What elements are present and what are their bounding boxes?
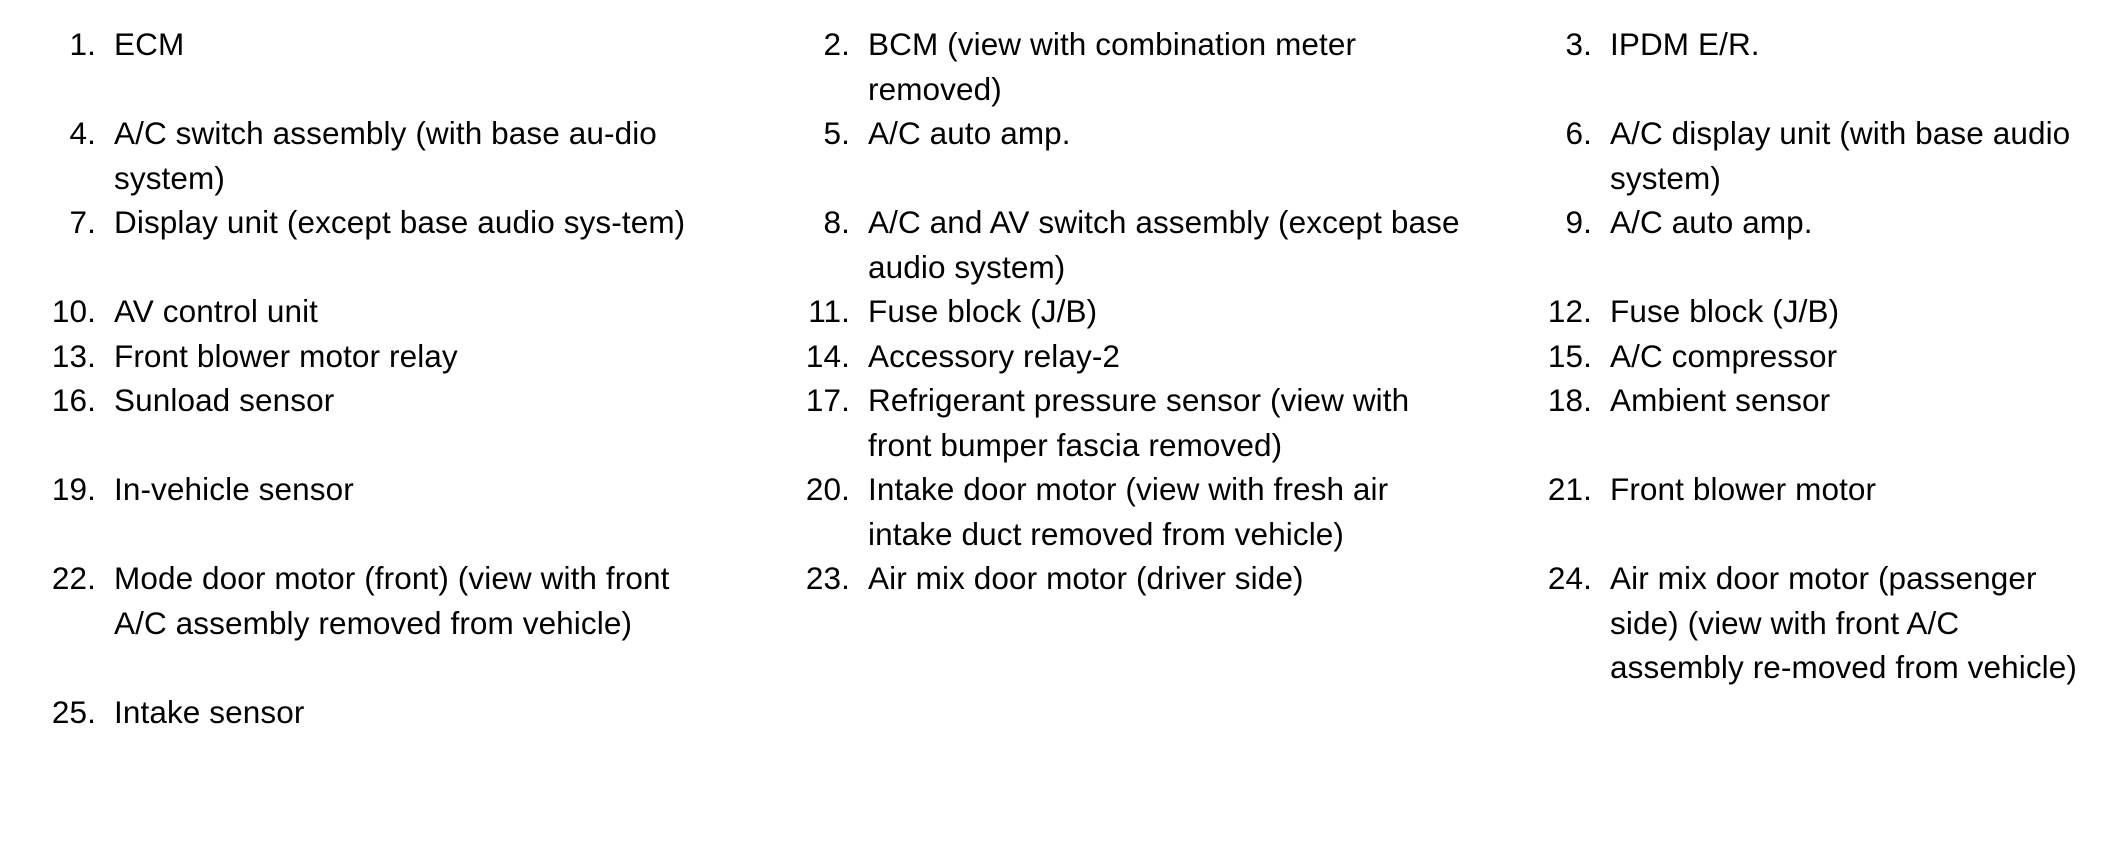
legend-item: 4. A/C switch assembly (with base au‑dio … bbox=[0, 111, 740, 200]
legend-item-number: 14. bbox=[805, 337, 850, 374]
legend-item-number: 4. bbox=[69, 115, 96, 151]
legend-item: 9. A/C auto amp. bbox=[1490, 200, 2112, 289]
legend-item-label: Fuse block (J/B) bbox=[868, 293, 1098, 329]
legend-item-number: 5. bbox=[823, 115, 850, 151]
legend-item-label: Intake door motor (view with fresh air i… bbox=[868, 471, 1389, 552]
legend-item-label: Intake sensor bbox=[114, 693, 305, 730]
legend-item-number: 19. bbox=[51, 471, 96, 507]
legend-item: 12. Fuse block (J/B) bbox=[1490, 289, 2112, 334]
legend-item: 19. In-vehicle sensor bbox=[0, 467, 740, 556]
legend-row: 16. Sunload sensor 17. Refrigerant pressure… bbox=[0, 378, 2112, 467]
legend-item-label: Air mix door motor (passenger side) (vie… bbox=[1610, 560, 2077, 685]
legend-item: 8. A/C and AV switch assembly (except bas… bbox=[740, 200, 1490, 289]
legend-item-number: 1. bbox=[69, 26, 96, 62]
legend-item: 11. Fuse block (J/B) bbox=[740, 289, 1490, 334]
legend-item: 18. Ambient sensor bbox=[1490, 378, 2112, 467]
legend-item-label: A/C compressor bbox=[1610, 337, 1838, 374]
legend-item: 13. Front blower motor relay bbox=[0, 334, 740, 379]
legend-item-label: Ambient sensor bbox=[1610, 382, 1831, 418]
legend-item-number: 15. bbox=[1547, 337, 1592, 374]
legend-item-number: 16. bbox=[51, 382, 96, 418]
legend-row: 19. In-vehicle sensor 20. Intake door motor… bbox=[0, 467, 2112, 556]
legend-item-label: ECM bbox=[114, 26, 185, 62]
legend-item-label: Accessory relay-2 bbox=[868, 337, 1121, 374]
legend-item: 24. Air mix door motor (passenger side) (… bbox=[1490, 556, 2112, 690]
legend-item-number: 12. bbox=[1547, 293, 1592, 329]
legend-item-number: 17. bbox=[805, 382, 850, 418]
legend-item-number: 2. bbox=[823, 26, 850, 62]
legend-item: 17. Refrigerant pressure sensor (view wit… bbox=[740, 378, 1490, 467]
legend-item-label: A/C switch assembly (with base au‑dio sy… bbox=[114, 115, 657, 196]
legend-item-number: 20. bbox=[805, 471, 850, 507]
legend-item-number: 10. bbox=[51, 293, 96, 329]
legend-item-label: Fuse block (J/B) bbox=[1610, 293, 1840, 329]
legend-item-number: 25. bbox=[51, 693, 96, 730]
legend-item: 25. Intake sensor bbox=[0, 690, 740, 735]
legend-item: 22. Mode door motor (front) (view with fr… bbox=[0, 556, 740, 690]
legend-item-label: Sunload sensor bbox=[114, 382, 335, 418]
legend-item-label: BCM (view with combination meter removed… bbox=[868, 26, 1357, 107]
legend-item: 5. A/C auto amp. bbox=[740, 111, 1490, 200]
legend-item-number: 3. bbox=[1565, 26, 1592, 62]
legend-row: 7. Display unit (except base audio sys‑te… bbox=[0, 200, 2112, 289]
legend-item: 20. Intake door motor (view with fresh ai… bbox=[740, 467, 1490, 556]
legend-item-label: Mode door motor (front) (view with front… bbox=[114, 560, 670, 641]
legend-row: 1. ECM 2. BCM (view with combination meter … bbox=[0, 22, 2112, 111]
legend-item-number: 23. bbox=[805, 560, 850, 596]
legend-list: 1. ECM 2. BCM (view with combination meter … bbox=[0, 22, 2112, 734]
legend-item-number: 21. bbox=[1547, 471, 1592, 507]
legend-item-number: 18. bbox=[1547, 382, 1592, 418]
legend-item-label: Display unit (except base audio sys‑tem) bbox=[114, 204, 686, 240]
legend-item: 15. A/C compressor bbox=[1490, 334, 2112, 379]
legend-item: 3. IPDM E/R. bbox=[1490, 22, 2112, 111]
legend-item: 21. Front blower motor bbox=[1490, 467, 2112, 556]
legend-item-label: In-vehicle sensor bbox=[114, 471, 354, 507]
legend-item-number: 11. bbox=[808, 293, 850, 329]
legend-row: 4. A/C switch assembly (with base au‑dio … bbox=[0, 111, 2112, 200]
legend-item-label: Front blower motor bbox=[1610, 471, 1877, 507]
legend-item-label: Air mix door motor (driver side) bbox=[868, 560, 1304, 596]
legend-item-number: 13. bbox=[51, 337, 96, 374]
legend-item-number: 22. bbox=[51, 560, 96, 596]
legend-item: 10. AV control unit bbox=[0, 289, 740, 334]
legend-row: 13. Front blower motor relay 14. Accessory … bbox=[0, 334, 2112, 379]
legend-item-number: 6. bbox=[1565, 115, 1592, 151]
legend-item: 2. BCM (view with combination meter remov… bbox=[740, 22, 1490, 111]
legend-row: 22. Mode door motor (front) (view with fr… bbox=[0, 556, 2112, 690]
legend-item-label: Front blower motor relay bbox=[114, 337, 458, 374]
legend-item-label: A/C and AV switch assembly (except base … bbox=[868, 204, 1460, 285]
legend-item-number: 7. bbox=[69, 204, 96, 240]
legend-item-label: Refrigerant pressure sensor (view with f… bbox=[868, 382, 1410, 463]
legend-item-label: A/C display unit (with base audio system… bbox=[1610, 115, 2071, 196]
legend-item: 7. Display unit (except base audio sys‑te… bbox=[0, 200, 740, 289]
legend-item-number: 9. bbox=[1565, 204, 1592, 240]
legend-item-number: 24. bbox=[1547, 560, 1592, 596]
legend-row: 25. Intake sensor bbox=[0, 690, 2112, 735]
legend-item-label: A/C auto amp. bbox=[1610, 204, 1813, 240]
legend-item-label: IPDM E/R. bbox=[1610, 26, 1760, 62]
legend-item: 1. ECM bbox=[0, 22, 740, 111]
legend-item: 6. A/C display unit (with base audio syst… bbox=[1490, 111, 2112, 200]
legend-item-label: A/C auto amp. bbox=[868, 115, 1071, 151]
legend-item: 23. Air mix door motor (driver side) bbox=[740, 556, 1490, 690]
legend-item-label: AV control unit bbox=[114, 293, 319, 329]
legend-item: 16. Sunload sensor bbox=[0, 378, 740, 467]
legend-item-number: 8. bbox=[823, 204, 850, 240]
legend-item: 14. Accessory relay-2 bbox=[740, 334, 1490, 379]
